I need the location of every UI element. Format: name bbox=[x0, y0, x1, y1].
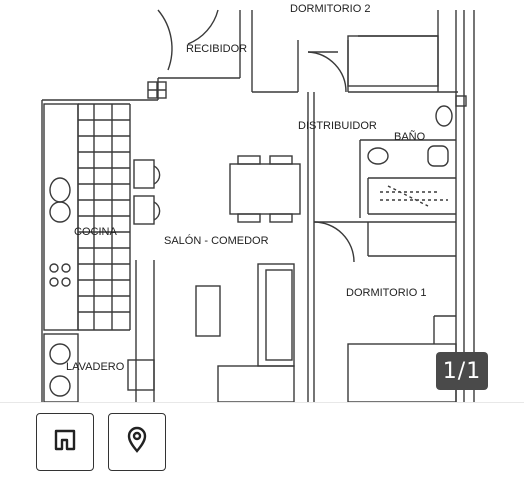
label-salon-comedor: SALÓN - COMEDOR bbox=[164, 234, 269, 247]
map-tab-button[interactable] bbox=[108, 413, 166, 471]
label-bano: BAÑO bbox=[394, 130, 426, 143]
label-dormitorio-1: DORMITORIO 1 bbox=[346, 287, 426, 299]
label-distribuidor: DISTRIBUIDOR bbox=[298, 120, 377, 132]
label-lavadero: LAVADERO bbox=[66, 361, 125, 373]
floor-plan-drawing: DORMITORIO 2 RECIBIDOR DISTRIBUIDOR BAÑO… bbox=[41, 3, 475, 402]
label-recibidor: RECIBIDOR bbox=[186, 43, 247, 55]
floorplan-tab-button[interactable] bbox=[36, 413, 94, 471]
media-tab-bar bbox=[0, 402, 524, 481]
floor-plan-image[interactable]: DORMITORIO 2 RECIBIDOR DISTRIBUIDOR BAÑO… bbox=[8, 0, 516, 402]
image-counter-badge: 1/1 bbox=[436, 352, 488, 390]
floorplan-icon bbox=[52, 427, 78, 458]
label-cocina: COCINA bbox=[74, 226, 117, 238]
map-pin-icon bbox=[124, 426, 150, 459]
label-dormitorio-2: DORMITORIO 2 bbox=[290, 3, 370, 15]
